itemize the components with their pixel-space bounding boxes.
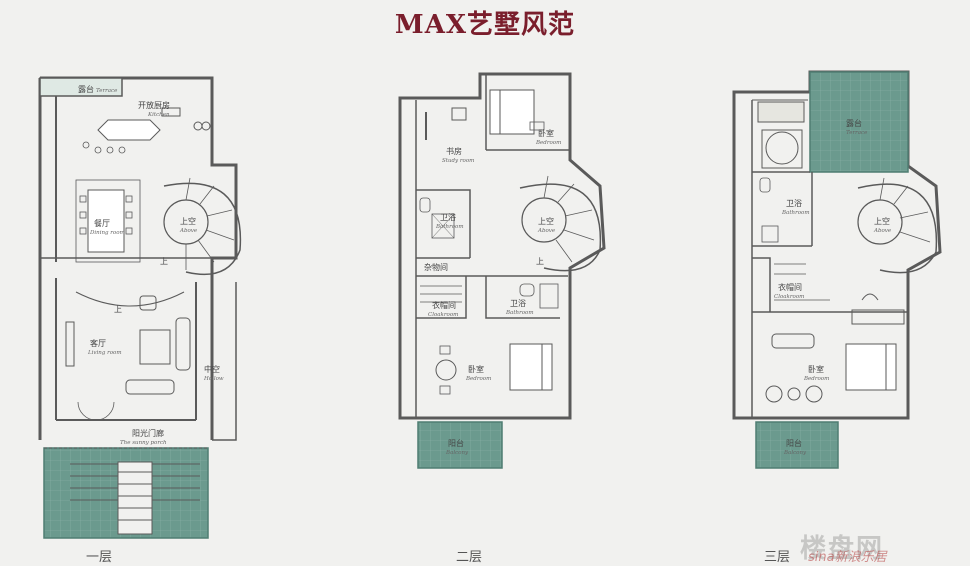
room-label-hollow-en: Hollow [203,376,224,382]
watermark-sina: sina新浪乐居 [808,550,887,565]
room-label-bedroom-3: 卧室 [808,364,824,374]
room-label-bath-2a: 卫浴 [440,212,456,222]
room-label-bedroom-2b: 卧室 [468,364,484,374]
room-label-storage: 杂物间 [424,262,448,272]
room-label-bath-2a-en: Bathroom [435,224,464,230]
stair-mark-down-1: 上 [114,305,122,314]
floor-1-plan [38,76,242,539]
watermark-brand: 楼盘网 [800,534,885,564]
stair-mark-up-2: 上 [536,257,544,266]
room-label-cloakroom-2: 衣帽间 [432,300,456,310]
room-label-balcony-2-en: Balcony [445,450,469,456]
room-label-cloakroom-2-en: Cloakroom [428,312,458,318]
room-label-bath-2b-en: Bathroom [505,310,534,316]
room-label-bedroom-2a: 卧室 [538,128,554,138]
room-label-living: 客厅 [90,338,106,348]
room-label-kitchen: 开放厨房 [138,100,170,110]
page-title: MAX艺墅风范 [394,10,576,40]
room-label-cloakroom-3-en: Cloakroom [774,294,804,300]
room-label-study-en: Study room [442,158,474,164]
floor-2-label: 二层 [456,550,483,565]
room-label-study: 书房 [446,146,462,156]
floor-2-labels: 卧室 Bedroom 书房 Study room 卫浴 Bathroom 上空 … [424,128,561,456]
room-label-sunny-porch-en: The sunny porch [120,440,167,446]
room-label-balcony-3-en: Balcony [783,450,807,456]
room-label-terrace-1-en: Terrace [96,88,118,94]
room-label-hollow: 中空 [204,364,220,374]
room-label-above-2: 上空 [538,216,554,226]
room-label-balcony-2: 阳台 [448,438,464,448]
floor-1-labels: 露台 Terrace 开放厨房 Kitchen 餐厅 Dining room 上… [78,84,224,446]
room-label-above-1-en: Above [179,228,198,234]
room-label-cloakroom-3: 衣帽间 [778,282,802,292]
room-label-above-1: 上空 [180,216,196,226]
room-label-above-3: 上空 [874,216,890,226]
room-label-terrace-1: 露台 [78,84,94,94]
room-label-bedroom-2a-en: Bedroom [535,140,561,146]
floor-2-plan [398,72,606,469]
room-label-terrace-3: 露台 [846,118,862,128]
room-label-above-2-en: Above [537,228,556,234]
room-label-bedroom-2b-en: Bedroom [465,376,491,382]
room-label-bath-2b: 卫浴 [510,298,526,308]
stair-mark-up-1: 上 [160,257,168,266]
floor-1-label: 一层 [86,550,113,565]
room-label-bath-3: 卫浴 [786,198,802,208]
room-label-balcony-3: 阳台 [786,438,802,448]
room-label-sunny-porch: 阳光门廊 [132,428,164,438]
room-label-dining: 餐厅 [94,219,110,228]
floor-3-plan [732,70,942,469]
room-label-bath-3-en: Bathroom [781,210,810,216]
stair-marks: 上 上 上 [114,257,544,314]
room-label-living-en: Living room [87,350,122,356]
room-label-above-3-en: Above [873,228,892,234]
floor-3-labels: 露台 Terrace 卫浴 Bathroom 上空 Above 衣帽间 Cloa… [774,118,892,456]
room-label-kitchen-en: Kitchen [147,112,170,118]
room-label-bedroom-3-en: Bedroom [803,376,829,382]
room-label-dining-en: Dining room [89,230,125,236]
floor-3-label: 三层 [764,550,791,565]
room-label-terrace-3-en: Terrace [846,130,868,136]
